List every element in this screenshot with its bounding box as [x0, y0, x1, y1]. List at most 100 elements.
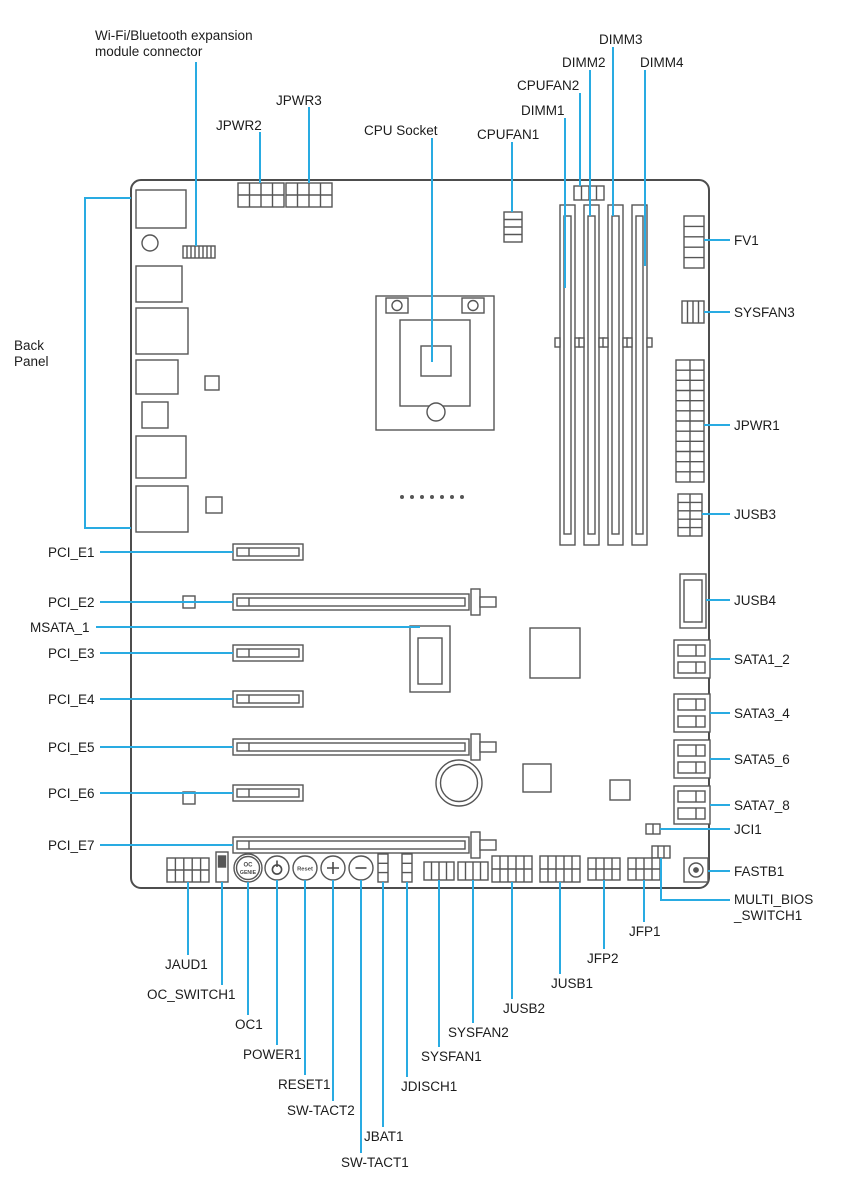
label-pci-e7: PCI_E7	[48, 838, 95, 853]
label-oc1: OC1	[235, 1017, 263, 1032]
jaud1-header	[166, 857, 210, 883]
label-sata3-4: SATA3_4	[734, 706, 790, 721]
dimm-slot-2	[578, 204, 605, 546]
label-pci-e2: PCI_E2	[48, 595, 95, 610]
label-sw-tact1: SW-TACT1	[341, 1155, 409, 1170]
label-reset1: RESET1	[278, 1077, 331, 1092]
label-jfp1: JFP1	[629, 924, 661, 939]
cpufan1-connector	[503, 211, 523, 243]
label-jpwr2: JPWR2	[216, 118, 262, 133]
pci-e2-slot	[232, 588, 497, 616]
onboard-chips	[182, 375, 631, 805]
jusb3-connector	[677, 493, 703, 537]
jfp1-header	[627, 857, 661, 881]
leader-back-panel	[84, 197, 131, 529]
label-multi-bios-line1: MULTI_BIOS	[734, 892, 814, 907]
multi-bios-switch	[651, 845, 671, 859]
leader-multi-bios-switch1	[660, 858, 730, 901]
pci-e1-slot	[232, 543, 304, 561]
label-back-panel-line1: Back	[14, 338, 45, 353]
oc-genie-text-1: OC	[244, 863, 254, 869]
label-jusb1: JUSB1	[551, 976, 594, 991]
jusb4-connector	[679, 573, 707, 629]
msata-1-slot	[409, 625, 451, 693]
jfp2-header	[587, 857, 621, 881]
fv1-connector	[683, 215, 705, 269]
label-pci-e6: PCI_E6	[48, 786, 95, 801]
label-back-panel-line2: Panel	[14, 354, 49, 369]
label-jfp2: JFP2	[587, 951, 619, 966]
label-multi-bios-switch1: MULTI_BIOS _SWITCH1	[734, 892, 813, 924]
cpu-socket	[375, 295, 495, 431]
back-panel-connectors	[135, 189, 189, 533]
label-dimm4: DIMM4	[640, 55, 684, 70]
label-wifi-bt-line1: Wi-Fi/Bluetooth expansion	[95, 28, 253, 43]
oc-genie-text-2: GENIE	[240, 870, 257, 876]
label-pci-e3: PCI_E3	[48, 646, 95, 661]
wifi-bt-connector	[182, 245, 216, 259]
fastb1-button	[683, 857, 709, 883]
jpwr2-connector	[237, 182, 285, 208]
label-msata-1: MSATA_1	[30, 620, 90, 635]
label-sysfan1: SYSFAN1	[421, 1049, 482, 1064]
label-dimm2: DIMM2	[562, 55, 606, 70]
reset-button-text: Reset	[297, 867, 313, 873]
sata1-2-connector	[673, 639, 711, 679]
pci-e6-slot	[232, 784, 304, 802]
label-jusb4: JUSB4	[734, 593, 777, 608]
board-components	[135, 182, 711, 883]
label-jaud1: JAUD1	[165, 957, 208, 972]
jpwr1-connector	[675, 359, 705, 483]
label-cpufan1: CPUFAN1	[477, 127, 540, 142]
dimm-slot-1	[554, 204, 581, 546]
jbat1-jumper	[377, 853, 389, 883]
sysfan3-connector	[681, 300, 705, 324]
sysfan1-connector	[423, 861, 455, 881]
pci-e5-slot	[232, 733, 497, 761]
label-sata1-2: SATA1_2	[734, 652, 790, 667]
label-dimm1: DIMM1	[521, 103, 565, 118]
label-oc-switch1: OC_SWITCH1	[147, 987, 236, 1002]
power1-button	[264, 855, 290, 881]
label-dimm3: DIMM3	[599, 32, 643, 47]
battery	[435, 759, 483, 807]
dimm-slot-3	[602, 204, 629, 546]
label-jci1: JCI1	[734, 822, 762, 837]
jdisch1-jumper	[401, 853, 413, 883]
label-pci-e5: PCI_E5	[48, 740, 95, 755]
label-sysfan3: SYSFAN3	[734, 305, 795, 320]
jusb1-header	[539, 855, 581, 883]
plus-icon	[327, 862, 339, 874]
label-cpufan2: CPUFAN2	[517, 78, 580, 93]
label-jusb3: JUSB3	[734, 507, 777, 522]
label-jdisch1: JDISCH1	[401, 1079, 458, 1094]
label-pci-e1: PCI_E1	[48, 545, 95, 560]
button-labels: OC GENIE Reset	[240, 863, 313, 877]
sysfan2-connector	[457, 861, 489, 881]
jpwr3-connector	[285, 182, 333, 208]
label-multi-bios-line2: _SWITCH1	[734, 908, 803, 923]
label-cpu-socket: CPU Socket	[364, 123, 438, 138]
jci1-connector	[645, 823, 661, 835]
label-jpwr1: JPWR1	[734, 418, 780, 433]
sata5-6-connector	[673, 739, 711, 779]
label-back-panel: Back Panel	[14, 338, 49, 370]
sata3-4-connector	[673, 693, 711, 733]
oc-switch1	[215, 851, 229, 883]
label-jbat1: JBAT1	[364, 1129, 404, 1144]
label-sata7-8: SATA7_8	[734, 798, 790, 813]
label-sysfan2: SYSFAN2	[448, 1025, 509, 1040]
pci-e3-slot	[232, 644, 304, 662]
label-jpwr3: JPWR3	[276, 93, 322, 108]
label-pci-e4: PCI_E4	[48, 692, 95, 707]
label-fastb1: FASTB1	[734, 864, 785, 879]
oc-genie-button	[233, 853, 263, 883]
label-wifi-bt-line2: module connector	[95, 44, 203, 59]
label-wifi-bt: Wi-Fi/Bluetooth expansion module connect…	[95, 28, 253, 60]
label-fv1: FV1	[734, 233, 759, 248]
label-jusb2: JUSB2	[503, 1001, 546, 1016]
sata7-8-connector	[673, 785, 711, 825]
label-power1: POWER1	[243, 1047, 302, 1062]
